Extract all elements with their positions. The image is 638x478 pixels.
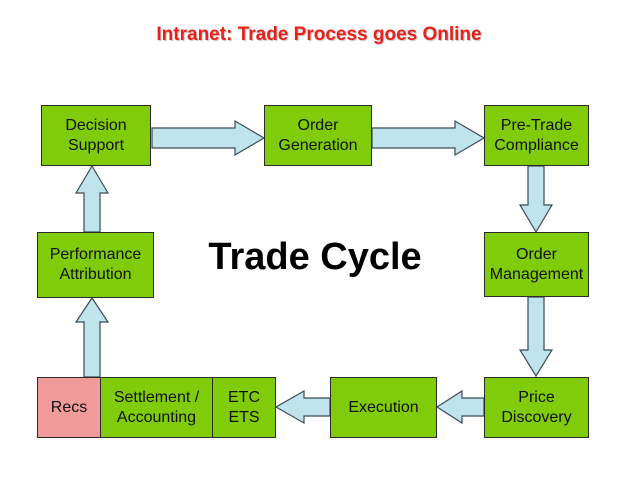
arrow-up-2 [74,164,110,233]
arrow-right-1 [151,119,266,157]
decision-support-box: Decision Support [41,105,151,166]
recs-box: Recs [37,377,101,438]
arrow-left-1 [435,389,485,425]
pre-trade-compliance-box: Pre-Trade Compliance [484,105,589,166]
etc-ets-box: ETC ETS [212,377,276,438]
arrow-right-2 [371,119,486,157]
arrow-up-1 [74,296,110,378]
order-management-box: Order Management [484,232,589,297]
settlement-accounting-box: Settlement / Accounting [100,377,213,438]
price-discovery-box: Price Discovery [484,377,589,438]
page-title: Intranet: Trade Process goes Online [156,24,482,45]
performance-attribution-box: Performance Attribution [37,232,154,298]
execution-box: Execution [330,377,437,438]
center-label: Trade Cycle [208,236,422,278]
arrow-down-2 [518,296,554,378]
order-generation-box: Order Generation [264,105,372,166]
arrow-left-2 [274,389,331,425]
arrow-down-1 [518,165,554,234]
